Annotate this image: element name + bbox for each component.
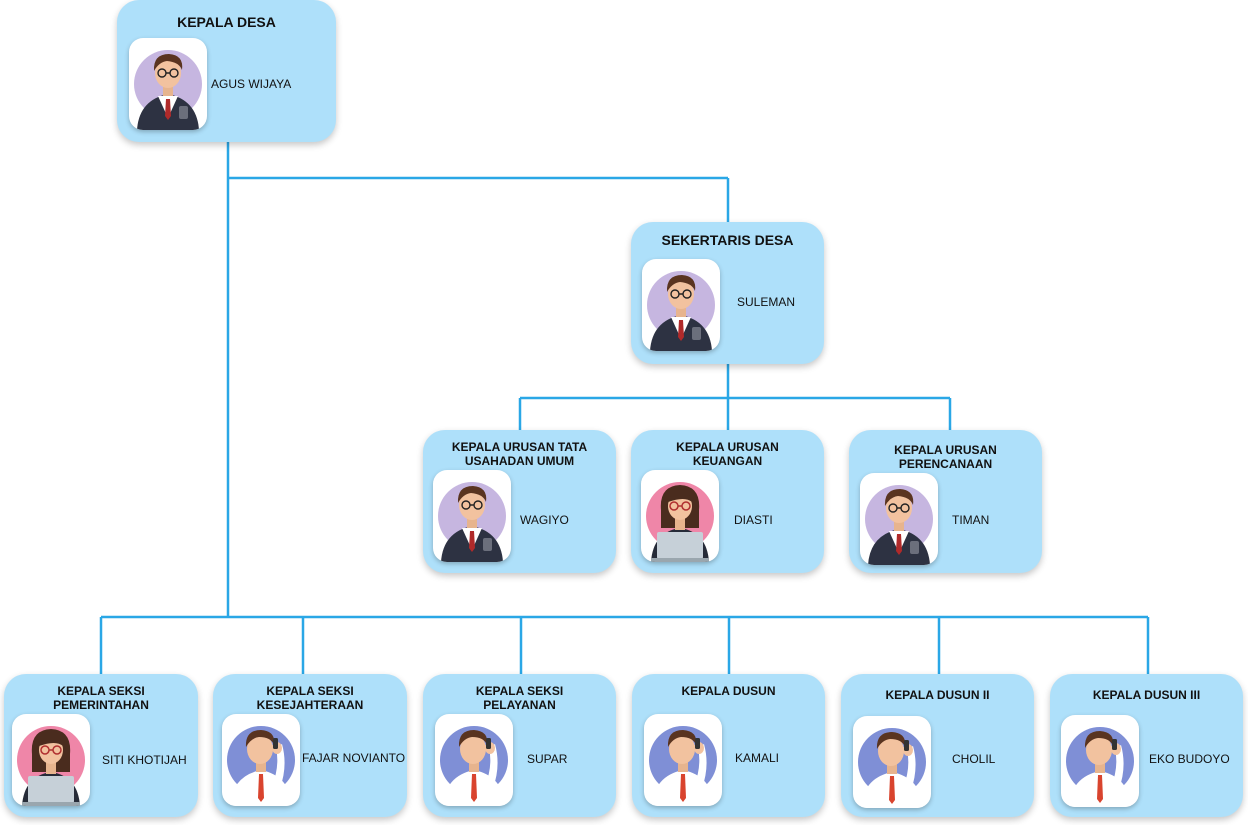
man-phone-avatar-icon (435, 714, 513, 806)
org-card-kasi-kesejahteraan: KEPALA SEKSI KESEJAHTERAAN FAJAR NOVIANT… (213, 674, 407, 817)
org-card-kasi-pemerintahan: KEPALA SEKSI PEMERINTAHAN SITI KHOTIJAH (4, 674, 198, 817)
woman-laptop-avatar-icon (12, 714, 90, 806)
org-card-kepala-desa: KEPALA DESA AGUS WIJAYA (117, 0, 336, 142)
person-name: WAGIYO (520, 513, 569, 527)
position-title: KEPALA URUSAN PERENCANAAN (894, 443, 997, 471)
position-title: SEKERTARIS DESA (661, 232, 794, 248)
org-card-kepala-dusun-ii: KEPALA DUSUN II CHOLIL (841, 674, 1034, 817)
org-card-kasi-pelayanan: KEPALA SEKSI PELAYANAN SUPAR (423, 674, 616, 817)
org-card-kepala-dusun-iii: KEPALA DUSUN III EKO BUDOYO (1050, 674, 1243, 817)
man-suit-avatar-icon (433, 470, 511, 562)
man-phone-avatar-icon (222, 714, 300, 806)
person-name: SITI KHOTIJAH (102, 753, 187, 767)
man-phone-avatar-icon (853, 716, 931, 808)
man-suit-avatar-icon (642, 259, 720, 351)
org-card-kepala-dusun: KEPALA DUSUN KAMALI (632, 674, 825, 817)
org-card-kaur-tata-usaha: KEPALA URUSAN TATA USAHADAN UMUM WAGIYO (423, 430, 616, 573)
person-name: SULEMAN (737, 295, 796, 309)
person-name: EKO BUDOYO (1149, 752, 1230, 766)
org-card-kaur-perencanaan: KEPALA URUSAN PERENCANAAN TIMAN (849, 430, 1042, 573)
position-title: KEPALA SEKSI KESEJAHTERAAN (256, 684, 364, 712)
position-title: KEPALA URUSAN KEUANGAN (676, 440, 779, 468)
person-name: FAJAR NOVIANTO (302, 751, 406, 765)
man-suit-avatar-icon (129, 38, 207, 130)
person-name: SUPAR (527, 752, 568, 766)
position-title: KEPALA DUSUN (681, 684, 776, 698)
position-title: KEPALA SEKSI PEMERINTAHAN (53, 684, 149, 712)
person-name: CHOLIL (952, 752, 996, 766)
position-title: KEPALA DESA (177, 14, 276, 30)
org-card-sekretaris-desa: SEKERTARIS DESA SULEMAN (631, 222, 824, 364)
person-name: TIMAN (952, 513, 990, 527)
man-suit-avatar-icon (860, 473, 938, 565)
position-title: KEPALA DUSUN II (885, 688, 990, 702)
position-title: KEPALA SEKSI PELAYANAN (475, 684, 564, 712)
person-name: DIASTI (734, 513, 773, 527)
woman-laptop-avatar-icon (641, 470, 719, 562)
person-name: KAMALI (735, 751, 780, 765)
position-title: KEPALA DUSUN III (1092, 688, 1201, 702)
position-title: KEPALA URUSAN TATA USAHADAN UMUM (451, 440, 588, 468)
man-phone-avatar-icon (1061, 715, 1139, 807)
man-phone-avatar-icon (644, 714, 722, 806)
org-card-kaur-keuangan: KEPALA URUSAN KEUANGAN DIASTI (631, 430, 824, 573)
person-name: AGUS WIJAYA (211, 77, 292, 91)
